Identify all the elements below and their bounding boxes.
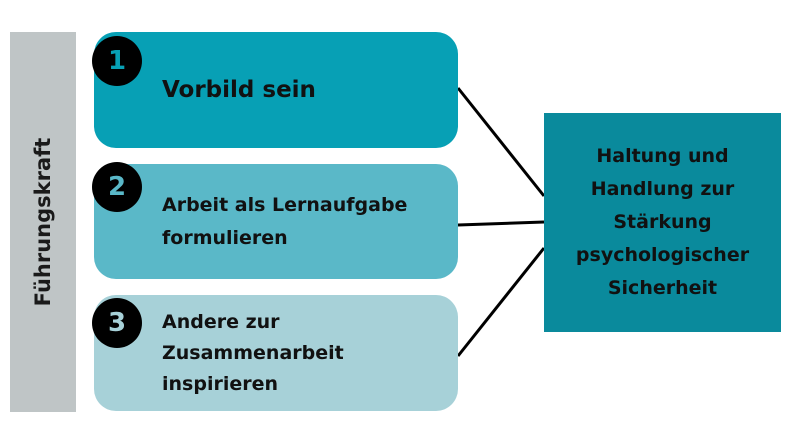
side-bar [10, 32, 76, 412]
connector-line-1 [456, 87, 546, 197]
connector-line-2 [457, 220, 545, 227]
connector-line-3 [456, 247, 546, 357]
step-number-2: 2 [92, 162, 142, 212]
step-text-1: Vorbild sein [162, 77, 316, 103]
step-box-1: Vorbild sein [94, 32, 458, 148]
step-number-3: 3 [92, 298, 142, 348]
step-number-1: 1 [92, 36, 142, 86]
